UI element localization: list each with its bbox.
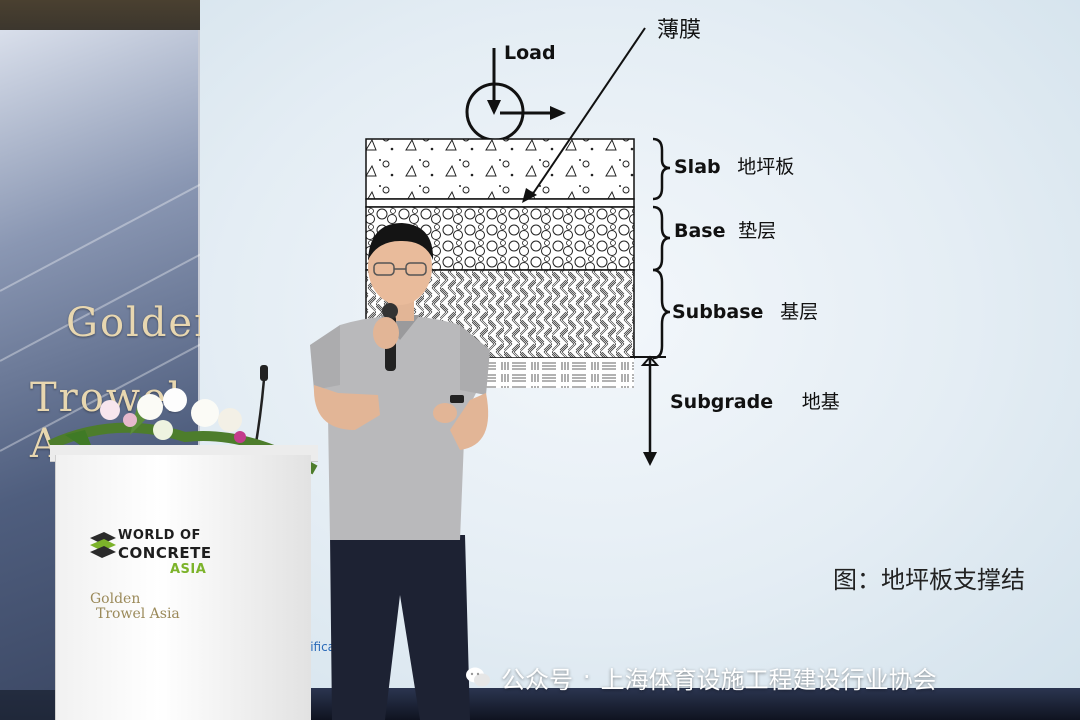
- backdrop-banner: Golden Trowel A: [0, 0, 231, 720]
- speaker-figure: [310, 223, 490, 720]
- woc-mark-icon: [90, 532, 116, 558]
- layer-base-cn: 垫层: [738, 220, 777, 242]
- wechat-icon: [466, 667, 490, 687]
- gta-line1: Golden: [90, 591, 141, 607]
- slide-caption: 图：地坪板支撑结: [833, 566, 1025, 594]
- layer-label-subgrade: Subgrade 地基: [670, 387, 840, 414]
- load-label: Load: [504, 42, 556, 64]
- layer-slab-cn: 地坪板: [737, 156, 795, 178]
- watermark-prefix: 公众号: [501, 665, 573, 694]
- layer-slab-en: Slab: [674, 156, 721, 178]
- logo-line-world-of: WORLD OF: [118, 528, 201, 543]
- layer-label-subbase: Subbase 基层: [672, 297, 818, 324]
- logo-line-concrete: CONCRETE: [118, 544, 212, 562]
- layer-label-slab: Slab 地坪板: [674, 152, 794, 179]
- wechat-watermark: 公众号 · 上海体育设施工程建设行业协会: [465, 660, 937, 694]
- podium: [55, 455, 311, 720]
- layer-subgrade-cn: 地基: [801, 391, 840, 413]
- logo-line-asia: ASIA: [170, 562, 207, 577]
- world-of-concrete-logo: WORLD OF CONCRETE ASIA: [90, 528, 220, 580]
- stage-floor: [180, 688, 1080, 720]
- banner-text-line1: Golden: [66, 300, 222, 346]
- layer-label-base: Base 垫层: [674, 216, 776, 243]
- watermark-separator: ·: [583, 663, 591, 691]
- layer-subgrade-en: Subgrade: [670, 391, 774, 413]
- golden-trowel-asia-logo: Golden Trowel Asia: [90, 592, 180, 622]
- film-label: 薄膜: [657, 18, 702, 43]
- gta-line2: Trowel Asia: [96, 606, 180, 622]
- watermark-org: 上海体育设施工程建设行业协会: [600, 665, 937, 694]
- layer-subbase-cn: 基层: [780, 301, 819, 323]
- layer-subbase-en: Subbase: [672, 301, 764, 323]
- layer-base-en: Base: [674, 220, 726, 242]
